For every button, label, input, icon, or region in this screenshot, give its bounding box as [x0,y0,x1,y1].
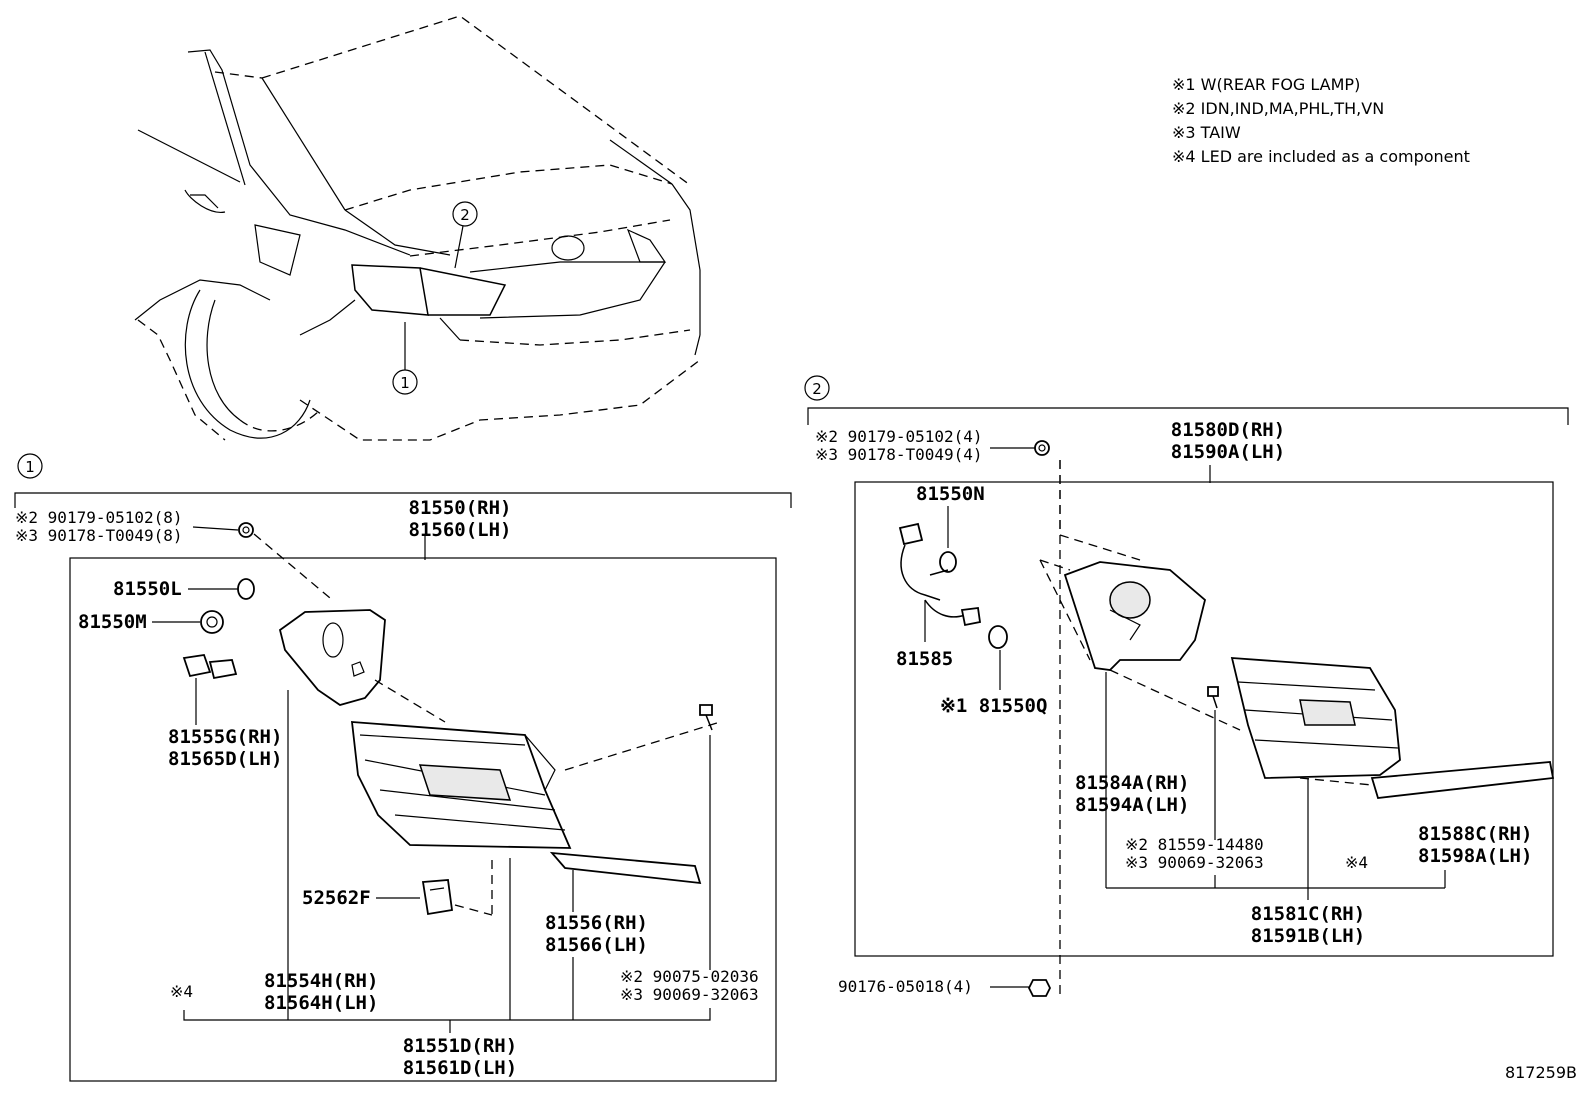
clip-label: 52562F [302,887,371,909]
group-2-star-4: ※4 [1345,853,1368,872]
group-1-screw-b: ※3 90178-T0049(8) [15,526,183,545]
socket-lh-label: 81565D(LH) [168,748,282,770]
bolt-icon [1207,686,1219,709]
lens-strip [1370,761,1555,799]
note-3: ※3 TAIW [1172,123,1241,142]
lens-strip [549,851,702,885]
gasket-2-rh-label: 81584A(RH) [1075,772,1189,794]
group-1-bolt-b: ※3 90069-32063 [620,985,759,1004]
screw-icon [238,522,254,538]
lamp-assembly [350,721,572,849]
nut-label: 90176-05018(4) [838,977,973,996]
note-1: ※1 W(REAR FOG LAMP) [1172,75,1360,94]
group-2-inner-lamp: 2 81580D(RH) 81590A(LH) ※2 90179-05102(4… [804,375,1569,997]
bulb-icon [237,578,255,600]
car-callout-1: 1 [400,374,410,392]
group-1-unit-rh: 81551D(RH) [403,1035,517,1057]
lens-2-rh-label: 81588C(RH) [1418,823,1532,845]
lamp-housing-gasket [1063,561,1207,671]
lens-rh-label: 81556(RH) [545,912,648,934]
lens-2-lh-label: 81598A(LH) [1418,845,1532,867]
note-2: ※2 IDN,IND,MA,PHL,TH,VN [1172,99,1384,118]
group-1-star-4: ※4 [170,982,193,1001]
wire-harness [898,522,982,627]
group-1-unit-lh: 81561D(LH) [403,1057,517,1079]
nut-icon [1027,979,1052,997]
car-callout-2: 2 [460,206,470,224]
group-2-header-rh: 81580D(RH) [1171,419,1285,441]
bulb-81550l-label: 81550L [113,578,182,600]
group-2-screw-b: ※3 90178-T0049(4) [815,445,983,464]
socket-rh-label: 81555G(RH) [168,726,282,748]
socket-harness-icon [182,653,238,680]
bolt-icon [699,704,713,731]
group-2-screw-a: ※2 90179-05102(4) [815,427,983,446]
group-1-outer-lamp: 1 81550(RH) 81560(LH) ※2 90179-05102(8) … [14,453,792,1082]
lamp-housing-gasket [278,609,386,706]
socket-icon [200,610,224,634]
group-2-header-lh: 81590A(LH) [1171,441,1285,463]
bulb-icon [988,625,1008,649]
bulb-81550q-label: ※1 81550Q [940,695,1047,717]
group-2-unit-lh: 81591B(LH) [1251,925,1365,947]
note-4: ※4 LED are included as a component [1172,147,1470,166]
group-2-callout: 2 [812,380,822,398]
gasket-rh-label: 81554H(RH) [264,970,378,992]
lamp-assembly [1230,657,1401,779]
socket-81550m-label: 81550M [78,611,147,633]
group-1-callout: 1 [25,458,35,476]
group-2-unit-rh: 81581C(RH) [1251,903,1365,925]
group-1-header-rh: 81550(RH) [409,497,512,519]
gasket-lh-label: 81564H(LH) [264,992,378,1014]
group-1-bolt-a: ※2 90075-02036 [620,967,759,986]
notes-block: ※1 W(REAR FOG LAMP) ※2 IDN,IND,MA,PHL,TH… [1172,75,1470,166]
wire-label: 81585 [896,648,953,670]
group-2-bolt-b: ※3 90069-32063 [1125,853,1264,872]
screw-icon [1034,440,1050,456]
bulb-icon [939,551,957,573]
clip-icon [421,879,454,916]
group-1-screw-a: ※2 90179-05102(8) [15,508,183,527]
gasket-2-lh-label: 81594A(LH) [1075,794,1189,816]
group-2-bolt-a: ※2 81559-14480 [1125,835,1264,854]
diagram-reference: 817259B [1505,1063,1577,1082]
group-1-header-lh: 81560(LH) [409,519,512,541]
bulb-81550n-label: 81550N [916,483,985,505]
car-rear-illustration: 1 2 [134,15,701,441]
lens-lh-label: 81566(LH) [545,934,648,956]
